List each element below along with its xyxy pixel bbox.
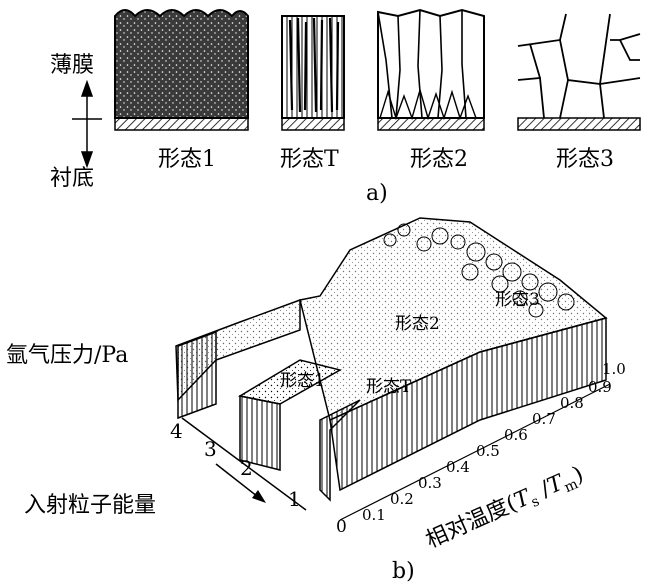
form1-sketch (114, 9, 249, 131)
pressure-tick-1: 1 (288, 487, 301, 511)
film-label: 薄膜 (50, 53, 94, 78)
temp-tick-1.0: 1.0 (602, 360, 626, 378)
caption-b: b) (392, 559, 415, 583)
block-right-face (329, 317, 607, 492)
substrate-label: 衬底 (50, 166, 94, 191)
middle-slab-front (239, 395, 281, 471)
temp-tick-0.8: 0.8 (560, 394, 584, 412)
front-step (319, 399, 361, 502)
temp-tick-0.9: 0.9 (588, 378, 612, 396)
temp-tick-0.7: 0.7 (532, 410, 556, 428)
form3-sketch (517, 13, 641, 131)
temp-tick-0.5: 0.5 (476, 442, 500, 460)
zone-label-2: 形态2 (395, 314, 440, 334)
caption-a: a) (366, 181, 388, 206)
energy-axis-label: 入射粒子能量 (24, 493, 156, 518)
zone-label-3: 形态3 (495, 290, 540, 310)
pressure-tick-3: 3 (204, 437, 217, 461)
energy-axis: 入射粒子能量 (24, 463, 266, 518)
temp-tick-0.3: 0.3 (418, 474, 442, 492)
form-label-2: 形态2 (410, 147, 468, 172)
temp-tick-0.1: 0.1 (362, 506, 386, 524)
back-slab-front (177, 330, 217, 420)
temp-tick-0: 0 (336, 517, 347, 537)
form-label-1: 形态1 (158, 147, 216, 172)
temp-tick-0.4: 0.4 (446, 458, 470, 476)
grain-texture (383, 223, 575, 318)
form-label-3: 形态3 (556, 147, 614, 172)
part-b: 形态2 形态3 形态1 形态T 氩气压力/Pa 1 2 3 4 入射粒子能量 0… (6, 217, 626, 583)
temp-tick-0.2: 0.2 (390, 490, 414, 508)
formT-sketch (281, 15, 345, 131)
temp-tick-0.6: 0.6 (504, 426, 528, 444)
pressure-tick-4: 4 (170, 419, 183, 443)
up-down-arrow-icon (72, 79, 102, 169)
form-label-T: 形态T (280, 147, 339, 172)
zone-label-T: 形态T (366, 377, 412, 397)
pressure-axis-label: 氩气压力/Pa (6, 343, 128, 368)
pressure-tick-2: 2 (240, 456, 253, 480)
part-a: 薄膜 衬底 (50, 8, 641, 206)
form2-sketch (377, 8, 485, 131)
zone-label-1: 形态1 (280, 371, 325, 391)
pressure-axis: 氩气压力/Pa 1 2 3 4 (6, 343, 307, 511)
